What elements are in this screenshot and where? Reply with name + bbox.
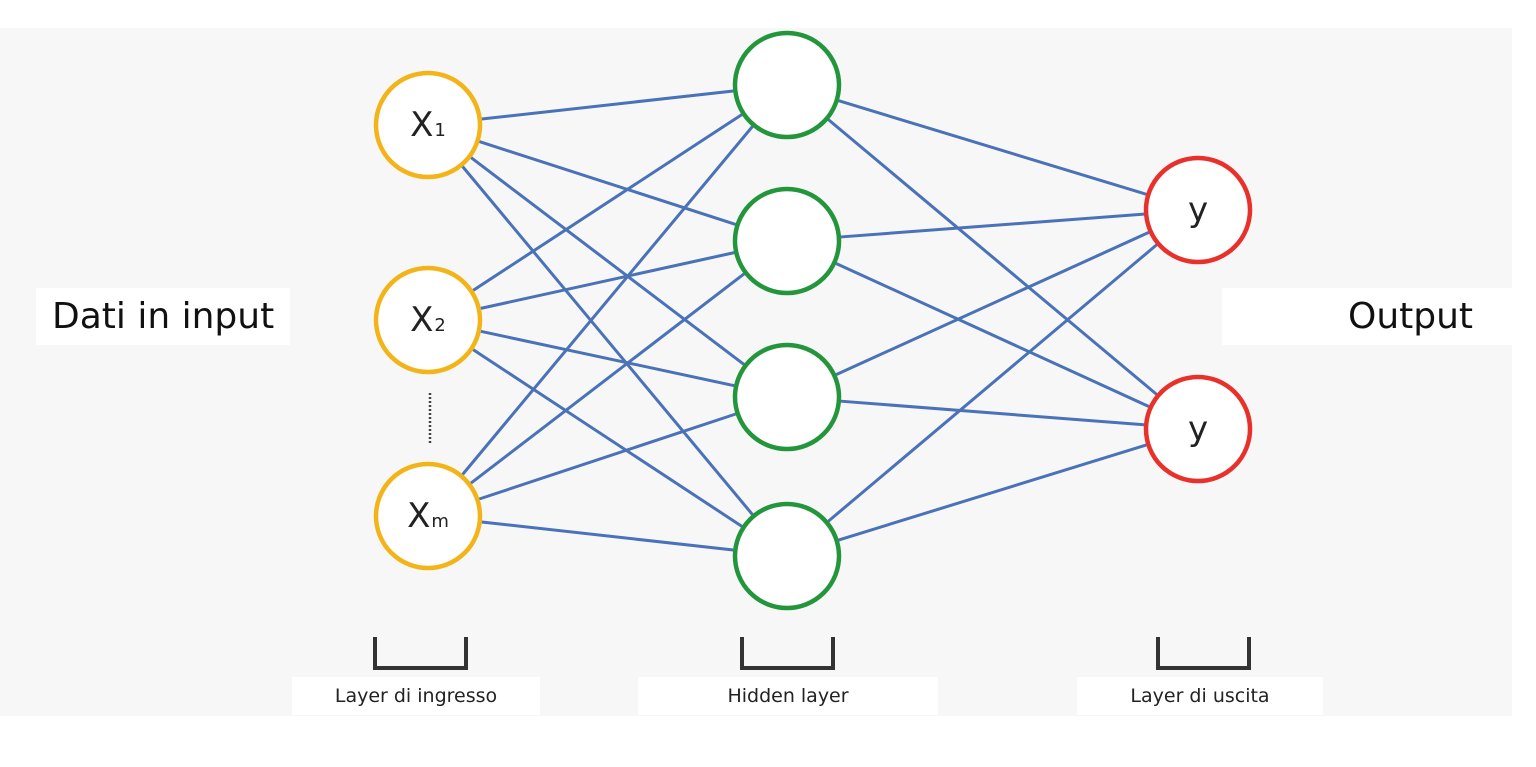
node-letter: X (410, 105, 433, 145)
hidden-node-3 (732, 342, 842, 452)
edge-input2-hidden3 (480, 329, 735, 388)
edge-hidden3-output2 (840, 399, 1145, 427)
edge-input1-hidden1 (481, 89, 734, 121)
edge-input3-hidden2 (469, 272, 746, 485)
node-subscript: m (431, 511, 449, 532)
node-letter: y (1188, 409, 1208, 449)
edge-input3-hidden1 (461, 125, 754, 476)
hidden-node-2 (732, 186, 842, 296)
connections (461, 89, 1158, 552)
edge-hidden4-output2 (838, 443, 1147, 542)
output-node-2: y (1143, 374, 1253, 484)
edge-hidden1-output2 (827, 118, 1158, 396)
edge-input1-hidden3 (470, 156, 745, 366)
input-node-2: X2 (373, 265, 483, 375)
edge-hidden3-output1 (835, 230, 1150, 377)
hidden-layer-caption: Hidden layer (638, 677, 938, 715)
edge-input2-hidden1 (472, 113, 743, 292)
svg-text:X2: X2 (410, 300, 446, 340)
edge-hidden4-output1 (827, 243, 1158, 523)
node-subscript: 1 (434, 120, 445, 141)
node-letter: X (407, 496, 430, 536)
input-node-m: Xm (373, 461, 483, 571)
edge-input1-hidden4 (461, 165, 754, 516)
input-side-label: Dati in input (36, 288, 291, 345)
edge-input2-hidden2 (480, 251, 735, 310)
edge-input3-hidden3 (478, 412, 737, 501)
edge-hidden2-output2 (835, 262, 1150, 408)
output-layer-caption: Layer di uscita (1077, 677, 1323, 715)
output-side-label: Output (1222, 288, 1518, 345)
input-node-1: X1 (373, 70, 483, 180)
edge-input1-hidden2 (478, 140, 737, 226)
bracket-hidden-icon (740, 637, 835, 670)
edge-hidden1-output1 (838, 99, 1147, 196)
edge-hidden2-output1 (840, 212, 1145, 239)
hidden-node-4 (732, 501, 842, 611)
hidden-node-1 (732, 30, 842, 140)
edge-input3-hidden4 (481, 520, 734, 552)
bracket-output-icon (1156, 637, 1251, 670)
node-letter: X (410, 300, 433, 340)
svg-text:X1: X1 (410, 105, 446, 145)
node-letter: y (1188, 190, 1208, 230)
output-node-1: y (1143, 155, 1253, 265)
input-layer-caption: Layer di ingresso (292, 677, 540, 715)
node-subscript: 2 (434, 315, 445, 336)
svg-text:Xm: Xm (407, 496, 449, 536)
bracket-input-icon (373, 637, 468, 670)
edge-input2-hidden4 (472, 348, 743, 528)
